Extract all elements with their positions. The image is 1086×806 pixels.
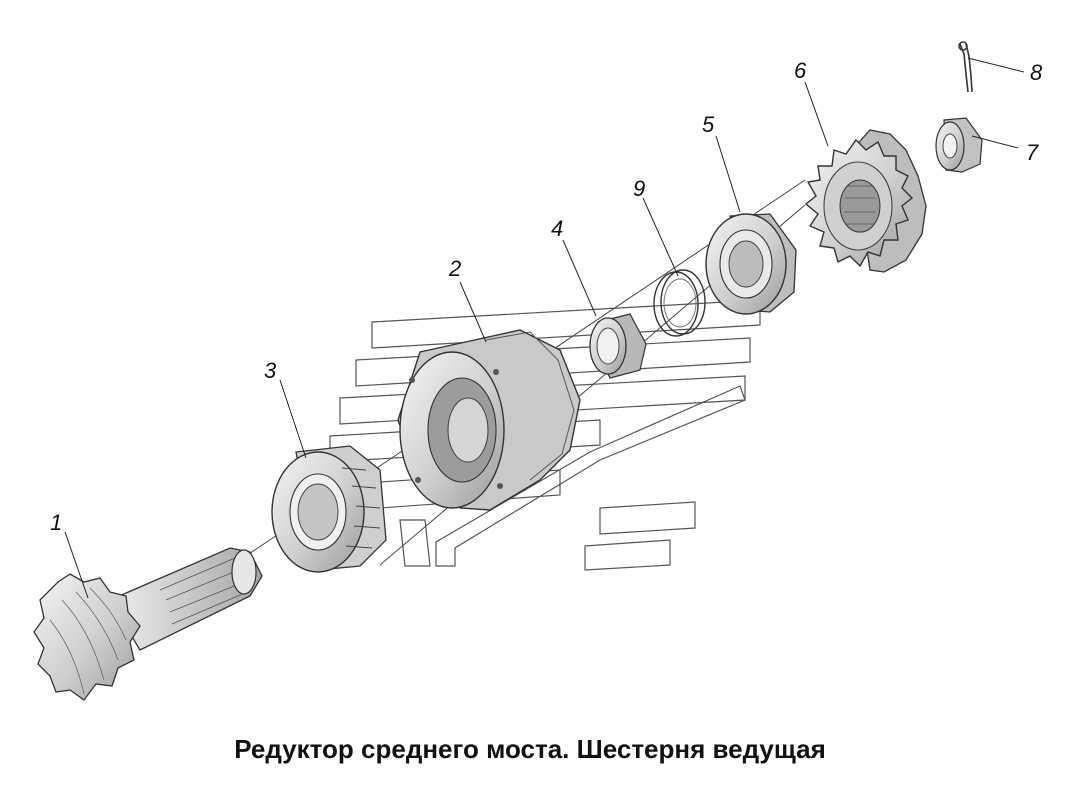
callout-1: 1: [50, 510, 62, 535]
figure-caption: Редуктор среднего моста. Шестерня ведуща…: [234, 734, 826, 764]
callout-3: 3: [264, 358, 277, 383]
part-1-drive-pinion: [33, 547, 263, 701]
part-7-nut: [935, 117, 983, 173]
part-8-cotter-pin: [958, 41, 973, 93]
part-4-spacer-sleeve: [589, 313, 647, 379]
part-5-ball-bearing: [705, 213, 797, 315]
part-6-gear: [804, 129, 927, 273]
callout-2: 2: [448, 256, 461, 281]
callout-9: 9: [633, 176, 645, 201]
callout-5: 5: [702, 112, 715, 137]
leader-lines: [64, 57, 1025, 599]
callout-6: 6: [794, 58, 807, 83]
callout-4: 4: [551, 216, 563, 241]
part-3-roller-bearing: [271, 445, 387, 573]
callout-7: 7: [1026, 140, 1039, 165]
callout-8: 8: [1030, 60, 1043, 85]
part-9-adjusting-shims: [653, 269, 706, 337]
part-2-bearing-housing: [397, 329, 581, 511]
